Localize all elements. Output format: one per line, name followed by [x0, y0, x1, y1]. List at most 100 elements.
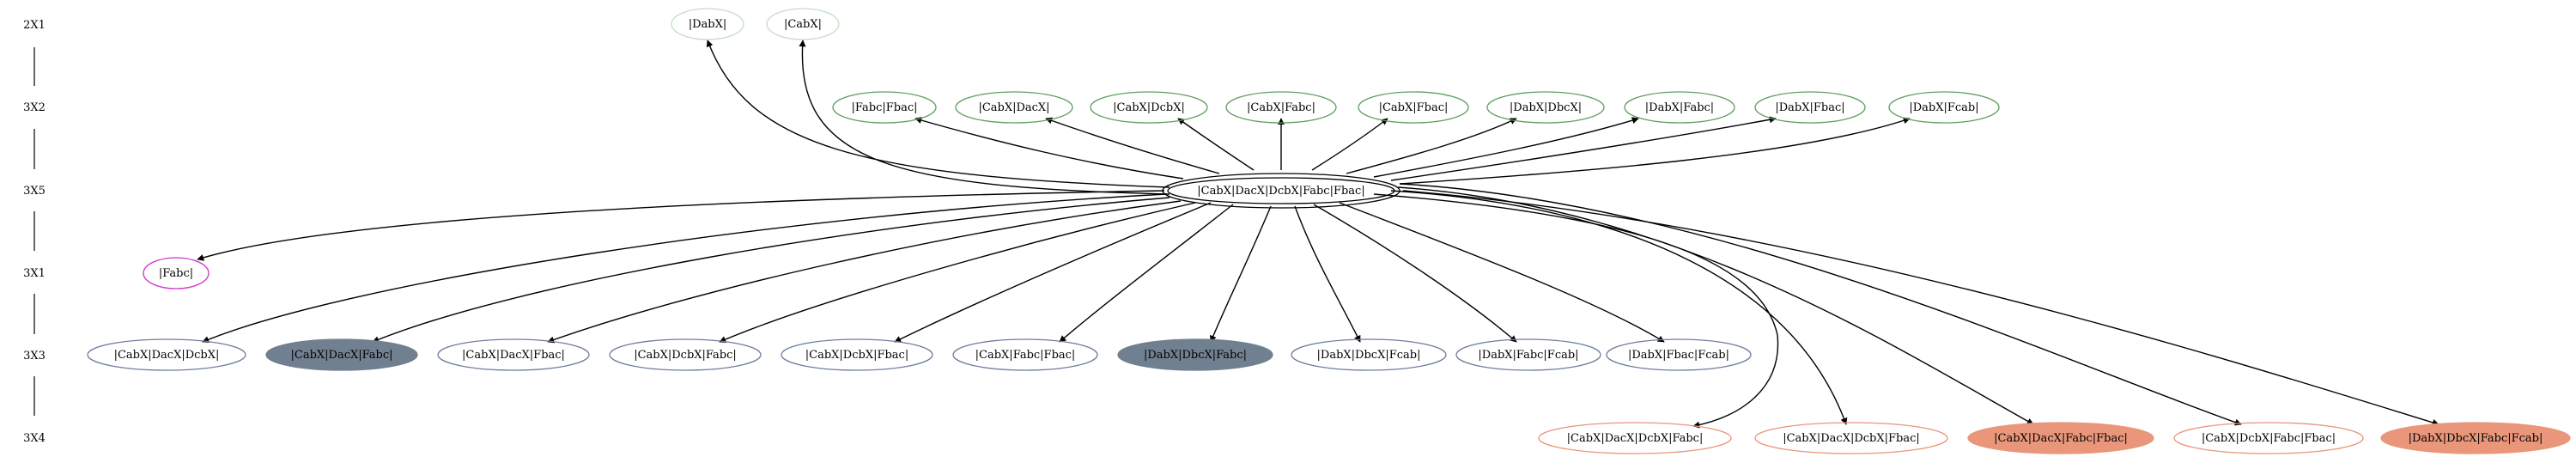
node-shape	[1606, 338, 1752, 371]
node[interactable]: |CabX|DcbX|Fabc|	[609, 338, 762, 371]
node[interactable]: |DabX|Fbac|	[1754, 91, 1866, 124]
node-shape	[1117, 338, 1273, 371]
node-label: |CabX|DacX|Fabc|	[291, 349, 393, 362]
edge-arrow	[1313, 204, 1517, 343]
node[interactable]: |DabX|Fcab|	[1888, 91, 2000, 124]
node-label: |CabX|Fbac|	[1379, 101, 1449, 114]
node[interactable]: |CabX|DacX|Fabc|	[265, 338, 418, 371]
node[interactable]: |CabX|DacX|DcbX|Fabc|	[1538, 422, 1732, 454]
node-label: |CabX|DacX|	[978, 101, 1049, 114]
node[interactable]: |CabX|DacX|Fabc|Fbac|	[1967, 422, 2154, 454]
edge-arrow	[547, 200, 1182, 344]
rank-label: 3X2	[23, 101, 46, 114]
node[interactable]: |CabX|Fabc|	[1225, 91, 1337, 124]
node-label: |CabX|DcbX|Fabc|Fbac|	[2202, 432, 2336, 445]
node[interactable]: |DabX|DbcX|	[1486, 91, 1605, 124]
node[interactable]: |CabX|DcbX|Fabc|Fbac|	[2173, 422, 2364, 454]
node-shape	[609, 338, 762, 371]
edge-arrow	[1210, 205, 1272, 343]
node-label: |CabX|DacX|DcbX|Fabc|	[1567, 432, 1704, 445]
edge-arrow	[1177, 118, 1255, 171]
center-node-outer-ring	[1162, 173, 1400, 209]
rank-label: 3X5	[23, 185, 46, 198]
edge-arrow	[719, 202, 1196, 343]
node-label: |CabX|DcbX|	[1113, 101, 1185, 114]
node[interactable]: |DabX|Fabc|	[1624, 91, 1735, 124]
rank-label: 2X1	[23, 19, 46, 32]
node-shape	[143, 257, 210, 289]
node[interactable]: |CabX|DacX|	[955, 91, 1073, 124]
node[interactable]: |DabX|DbcX|Fcab|	[1291, 338, 1447, 371]
node[interactable]: |Fabc|	[143, 257, 210, 289]
edge-arrow	[914, 117, 1184, 180]
edge-arrow	[1373, 117, 1639, 178]
node-shape	[1754, 422, 1948, 454]
node[interactable]: |DabX|DbcX|Fabc|Fcab|	[2380, 422, 2571, 454]
node-shape	[2173, 422, 2364, 454]
edge-arrow	[799, 40, 1170, 195]
edge-arrow	[1294, 205, 1361, 343]
edge-arrow	[1399, 117, 1911, 185]
node-label: |CabX|DcbX|Fabc|	[634, 349, 737, 362]
node-label: |CabX|DcbX|Fbac|	[805, 349, 908, 362]
node-label: |CabX|DacX|DcbX|	[114, 349, 220, 362]
rank-label: 3X1	[23, 267, 46, 280]
node[interactable]: |CabX|DcbX|Fbac|	[781, 338, 933, 371]
node-label: |CabX|DacX|Fabc|Fbac|	[1994, 432, 2128, 445]
center-node-inner-ring	[1167, 177, 1395, 204]
node[interactable]: |Fabc|Fbac|	[832, 91, 937, 124]
rank-label: 3X3	[23, 350, 46, 362]
node[interactable]: |CabX|Fabc|Fbac|	[952, 338, 1098, 371]
node-label: |Fabc|Fbac|	[851, 101, 917, 114]
node-label: |CabX|Fabc|Fbac|	[975, 349, 1076, 362]
edge-arrow	[372, 197, 1170, 343]
node-label: |CabX|DacX|DcbX|Fbac|	[1783, 432, 1920, 445]
node[interactable]: |CabX|DacX|Fbac|	[437, 338, 590, 371]
edge-arrow	[1390, 116, 1777, 181]
edge-arrow	[1399, 183, 2242, 426]
rank-axis: 2X1 3X2 3X5 3X1 3X3 3X4	[23, 19, 46, 445]
node[interactable]: |CabX|	[766, 8, 840, 40]
edge-arrow	[1311, 118, 1388, 171]
node-label: |CabX|Fabc|	[1247, 101, 1315, 114]
node-label: |CabX|	[784, 18, 822, 31]
node-shape	[1291, 338, 1447, 371]
node-label: |DabX|DbcX|Fabc|Fcab|	[2409, 432, 2543, 445]
node[interactable]: |CabX|Fbac|	[1358, 91, 1469, 124]
node-shape	[2380, 422, 2571, 454]
edge-arrow	[1390, 190, 1848, 425]
node-shape	[1888, 91, 2000, 124]
node[interactable]: |CabX|DcbX|	[1090, 91, 1208, 124]
node-shape	[1486, 91, 1605, 124]
node[interactable]: |DabX|Fbac|Fcab|	[1606, 338, 1752, 371]
center-node[interactable]: |CabX|DacX|DcbX|Fabc|Fbac|	[1162, 173, 1400, 209]
node-shape	[1358, 91, 1469, 124]
node-shape	[87, 338, 246, 371]
node[interactable]: |DabX|Fabc|Fcab|	[1455, 338, 1601, 371]
node-shape	[1624, 91, 1735, 124]
edge-arrow	[202, 193, 1167, 343]
edge-arrow	[1339, 202, 1665, 343]
node[interactable]: |DabX|DbcX|Fabc|	[1117, 338, 1273, 371]
node-label: |DabX|Fcab|	[1909, 101, 1978, 114]
edge-arrow	[1346, 118, 1517, 174]
edge-arrow	[706, 40, 1170, 188]
node[interactable]: |CabX|DacX|DcbX|Fbac|	[1754, 422, 1948, 454]
node-label: |DabX|Fbac|	[1775, 101, 1844, 114]
node-shape	[437, 338, 590, 371]
node-shape	[1225, 91, 1337, 124]
rank-label: 3X4	[23, 432, 46, 445]
node-shape	[1455, 338, 1601, 371]
edge-arrow	[1402, 190, 2439, 426]
node-label: |DabX|DbcX|Fcab|	[1317, 349, 1421, 362]
edge-arrow	[1045, 117, 1220, 174]
node-label: |DabX|	[689, 18, 727, 31]
node-shape	[952, 338, 1098, 371]
node[interactable]: |CabX|DacX|DcbX|	[87, 338, 246, 371]
node-shape	[671, 8, 744, 40]
node[interactable]: |DabX|	[671, 8, 744, 40]
edge-arrow	[894, 202, 1212, 343]
node-shape	[1754, 91, 1866, 124]
edge-arrow	[1397, 186, 2034, 425]
